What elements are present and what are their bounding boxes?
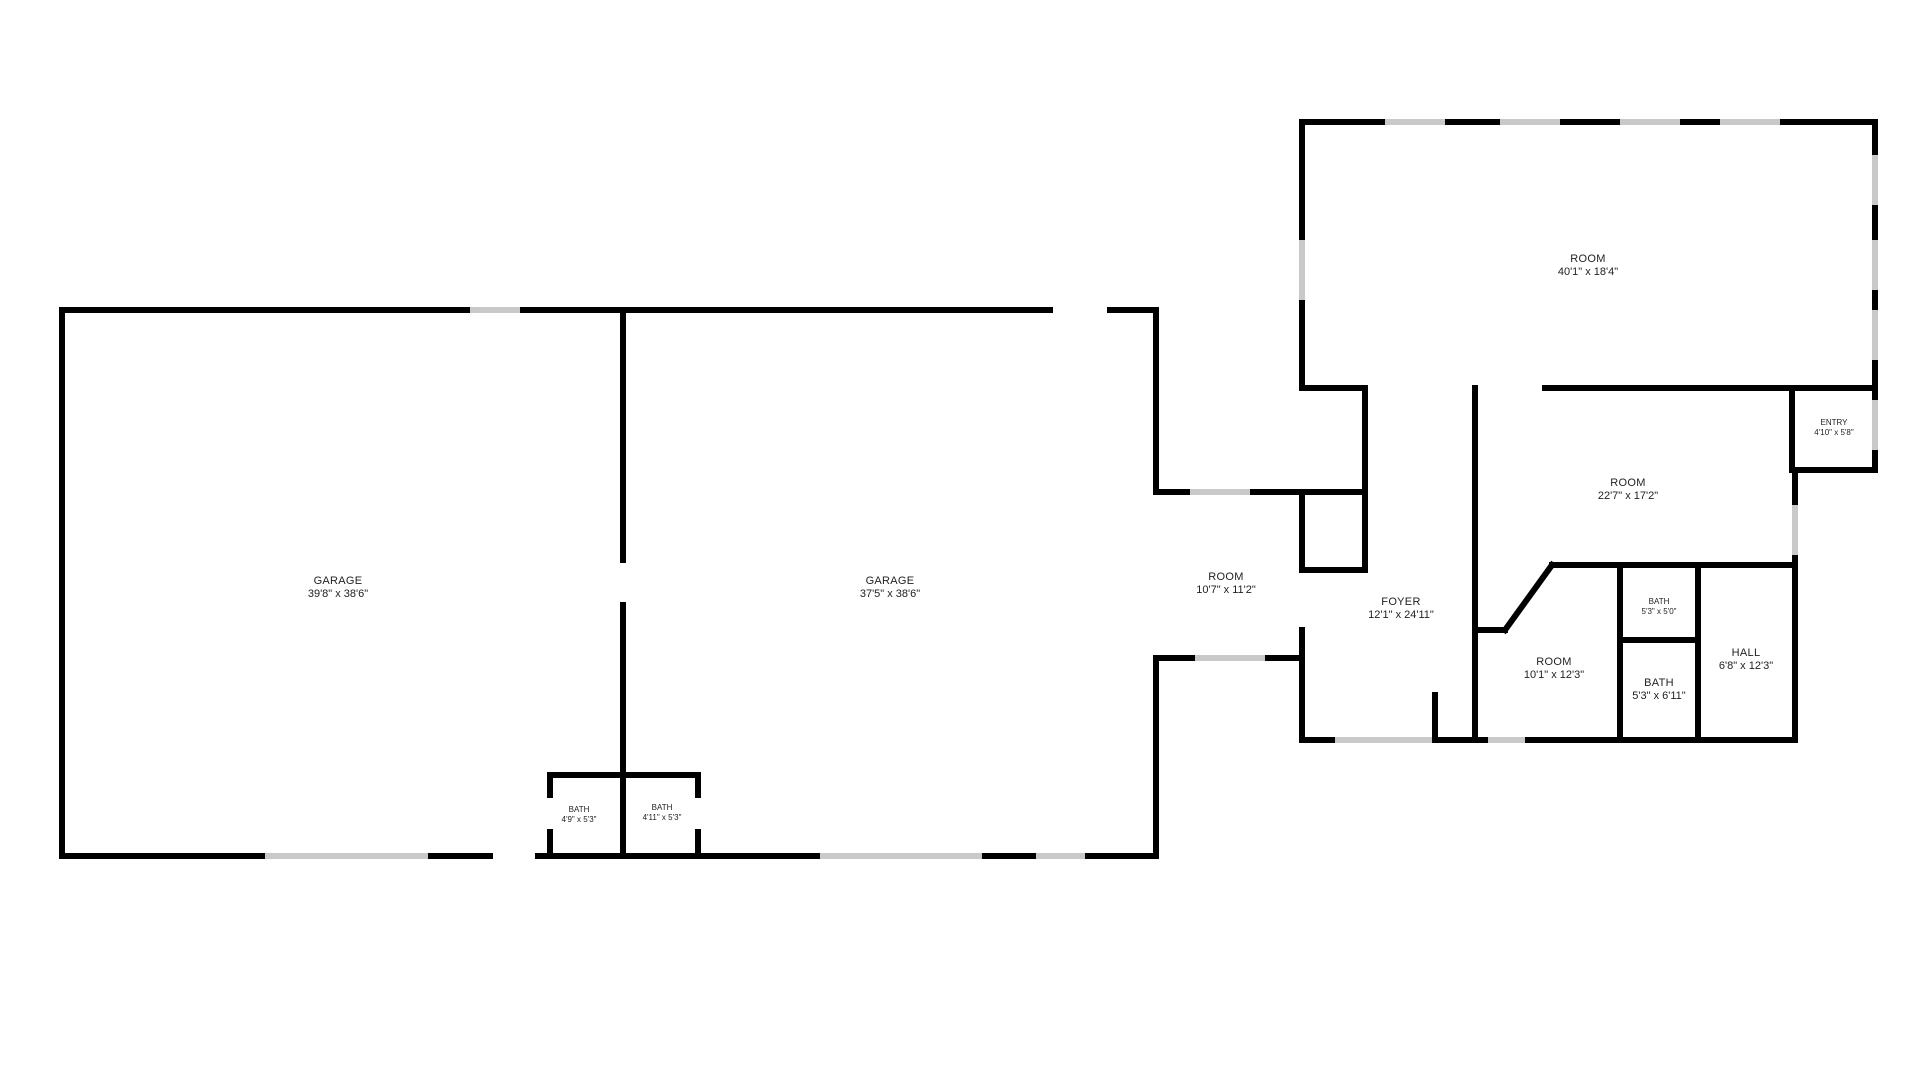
bath-small-dim: 5'3" x 5'0": [1642, 607, 1677, 616]
hall-name: HALL: [1732, 647, 1761, 659]
foyer-dim: 12'1" x 24'11": [1368, 609, 1434, 621]
bath-mid-dim: 5'3" x 6'11": [1632, 690, 1685, 702]
connector-room: [1153, 387, 1368, 743]
room-lower-name: ROOM: [1536, 656, 1571, 668]
bath-right-name: BATH: [652, 803, 673, 812]
room-large-name: ROOM: [1570, 253, 1605, 265]
entry-name: ENTRY: [1821, 418, 1849, 427]
garage-building: [59, 307, 1159, 859]
garage-left-dim: 39'8" x 38'6": [308, 588, 368, 600]
foyer-name: FOYER: [1381, 596, 1420, 608]
bath-left-name: BATH: [569, 805, 590, 814]
bath-mid-name: BATH: [1644, 677, 1674, 689]
hall-dim: 6'8" x 12'3": [1719, 660, 1773, 672]
garage-right-dim: 37'5" x 38'6": [860, 588, 920, 600]
room-large-dim: 40'1" x 18'4": [1558, 266, 1618, 278]
garage-right-name: GARAGE: [866, 575, 915, 587]
garage-left-name: GARAGE: [314, 575, 363, 587]
wall: [1500, 560, 1557, 635]
bath-right-dim: 4'11" x 5'3": [643, 813, 682, 822]
house: [1299, 119, 1878, 743]
room-mid-dim: 22'7" x 17'2": [1598, 490, 1658, 502]
room-mid-name: ROOM: [1610, 477, 1645, 489]
room-lower-dim: 10'1" x 12'3": [1524, 669, 1584, 681]
room-labels: GARAGE 39'8" x 38'6" GARAGE 37'5" x 38'6…: [308, 253, 1854, 824]
bath-left-dim: 4'9" x 5'3": [562, 815, 597, 824]
room-small-name: ROOM: [1208, 571, 1243, 583]
entry-dim: 4'10" x 5'8": [1814, 428, 1854, 437]
room-small-dim: 10'7" x 11'2": [1196, 584, 1256, 596]
bath-small-name: BATH: [1649, 597, 1670, 606]
